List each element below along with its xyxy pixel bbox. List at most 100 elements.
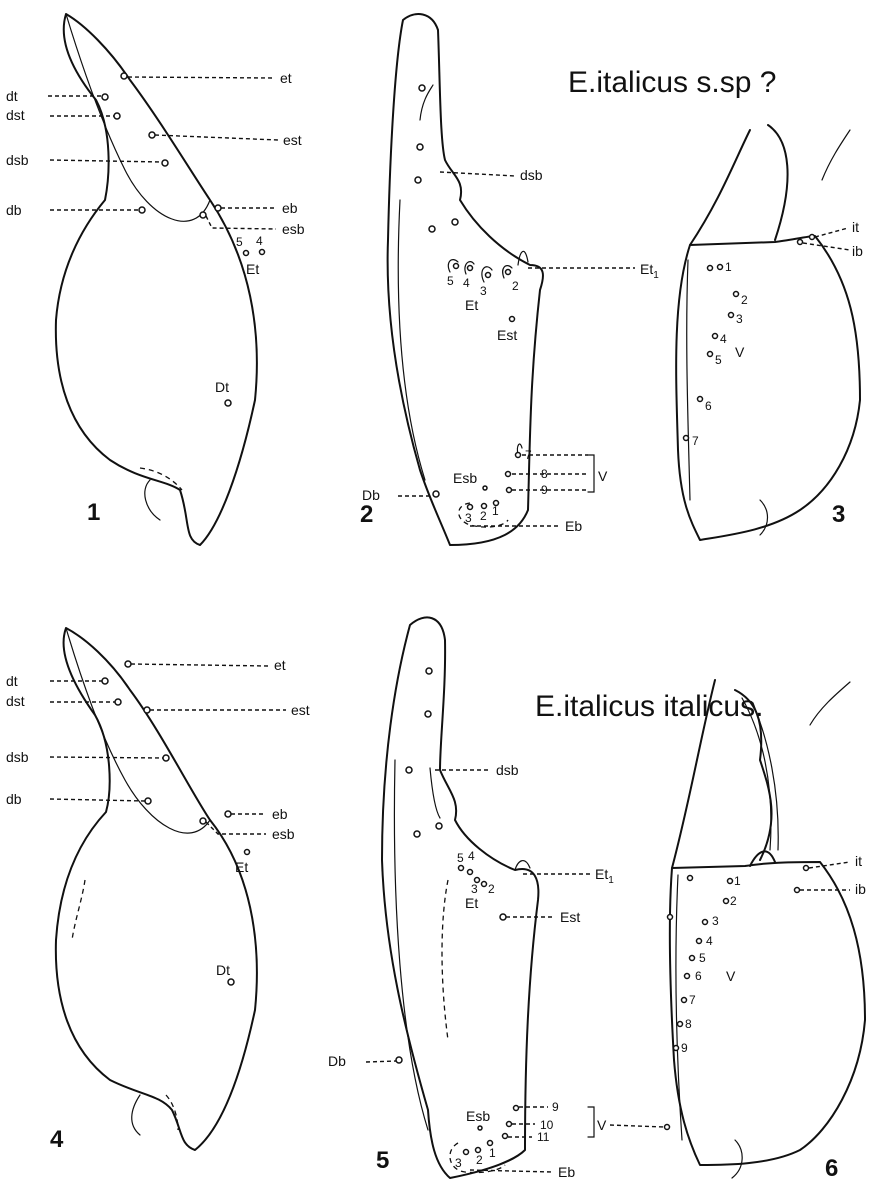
fig3-label-4: 4 bbox=[720, 332, 727, 346]
fig5-label-11: 11 bbox=[537, 1130, 550, 1144]
fig2-db-point bbox=[433, 491, 439, 497]
fig4-dt-lower-point bbox=[228, 979, 234, 985]
fig5-et-point bbox=[426, 668, 432, 674]
fig1-db-point bbox=[139, 207, 145, 213]
fig5-label-5: 5 bbox=[457, 851, 464, 865]
fig3-ib-leader bbox=[803, 243, 850, 250]
fig5-outline bbox=[382, 617, 538, 1178]
fig2-label-dsb: dsb bbox=[520, 167, 543, 183]
fig2-dsb-leader bbox=[440, 172, 515, 176]
fig1-dsb-point bbox=[162, 160, 168, 166]
fig3-v3-point bbox=[729, 313, 734, 318]
fig3-v7-point bbox=[684, 436, 689, 441]
fig3-label-7: 7 bbox=[692, 434, 699, 448]
fig3-finger-mid bbox=[768, 125, 788, 240]
figure-number-5: 5 bbox=[376, 1147, 389, 1174]
fig5-V-bracket bbox=[588, 1107, 594, 1137]
fig5-est-lower-point bbox=[500, 914, 506, 920]
title-bottom: E.italicus italicus. bbox=[535, 690, 763, 723]
fig5-label-Et: Et bbox=[465, 895, 478, 911]
fig6-outline bbox=[670, 862, 865, 1165]
fig5-est-point bbox=[425, 711, 431, 717]
fig2-eb3-point bbox=[468, 505, 473, 510]
fig3-v1-point bbox=[718, 265, 723, 270]
fig2-dsb-point bbox=[415, 177, 421, 183]
fig3-it-point bbox=[810, 235, 815, 240]
fig1-esb-leader bbox=[206, 216, 276, 229]
fig1-dt-lower-point bbox=[225, 400, 231, 406]
fig2-label-7: 7 bbox=[525, 448, 532, 462]
fig2-label-Eb: Eb bbox=[565, 518, 582, 534]
fig6-v5-point bbox=[690, 956, 695, 961]
fig1-label-eb: eb bbox=[282, 200, 298, 216]
fig5-label-Et1: Et1 bbox=[595, 866, 614, 886]
fig3-label-it: it bbox=[852, 219, 859, 235]
fig5-inner-line bbox=[394, 760, 428, 1130]
fig5-v9-point bbox=[514, 1106, 519, 1111]
figure-1-chela-external: dt dst dsb db et est eb esb 5 4 Et Dt 1 bbox=[6, 14, 305, 545]
fig4-et-leader bbox=[131, 664, 268, 666]
fig6-label-3: 3 bbox=[712, 914, 719, 928]
fig4-label-Dt: Dt bbox=[216, 962, 230, 978]
fig4-label-eb: eb bbox=[272, 806, 288, 822]
fig2-label-Et: Et bbox=[465, 297, 478, 313]
fig1-dsb-leader bbox=[50, 160, 162, 162]
fig5-tip-line bbox=[430, 768, 440, 818]
fig3-label-ib: ib bbox=[852, 243, 863, 259]
fig2-v8-point bbox=[506, 472, 511, 477]
fig1-label-Dt: Dt bbox=[215, 379, 229, 395]
fig2-v7-point bbox=[516, 453, 521, 458]
fig1-outline bbox=[56, 14, 257, 545]
fig3-label-6: 6 bbox=[705, 399, 712, 413]
fig5-Db-leader bbox=[366, 1061, 396, 1062]
fig5-label-Esb: Esb bbox=[466, 1108, 490, 1124]
fig1-label-5: 5 bbox=[236, 235, 243, 249]
fig2-est-point bbox=[417, 144, 423, 150]
fig5-et4-point bbox=[468, 870, 473, 875]
figure-number-2: 2 bbox=[360, 501, 373, 528]
fig1-label-Et: Et bbox=[246, 261, 259, 277]
fig6-label-5: 5 bbox=[699, 951, 706, 965]
fig2-label-9: 9 bbox=[541, 483, 548, 497]
fig4-et-lower-point bbox=[245, 850, 250, 855]
fig1-finger-edge bbox=[66, 14, 210, 221]
fig5-label-Db: Db bbox=[328, 1053, 346, 1069]
fig6-label-7: 7 bbox=[689, 993, 696, 1007]
fig6-v9-point bbox=[674, 1046, 679, 1051]
fig3-base-curve bbox=[760, 500, 768, 535]
fig6-ib-point bbox=[795, 888, 800, 893]
fig3-label-3: 3 bbox=[736, 312, 743, 326]
fig1-dt-point bbox=[102, 94, 108, 100]
fig3-label-V: V bbox=[735, 344, 745, 360]
fig5-v11-point bbox=[503, 1134, 508, 1139]
fig6-v-lower-point bbox=[665, 1125, 670, 1130]
fig4-db-point bbox=[145, 798, 151, 804]
fig6-label-9: 9 bbox=[681, 1041, 688, 1055]
fig2-eb2-point bbox=[482, 504, 487, 509]
fig6-v2-point bbox=[724, 899, 729, 904]
fig3-finger-right bbox=[822, 130, 850, 180]
fig4-dst-point bbox=[115, 699, 121, 705]
fig6-v4-point bbox=[697, 939, 702, 944]
fig5-esb-point bbox=[414, 831, 420, 837]
fig3-et1-point bbox=[708, 266, 713, 271]
fig6-label-ib: ib bbox=[855, 881, 866, 897]
fig4-dsb-leader bbox=[50, 757, 163, 758]
fig5-label-4: 4 bbox=[468, 849, 475, 863]
fig6-base-curve bbox=[732, 1140, 742, 1178]
fig3-finger-left bbox=[690, 130, 750, 245]
fig2-label-Esb: Esb bbox=[453, 470, 477, 486]
fig6-v7-point bbox=[682, 998, 687, 1003]
fig4-label-dst: dst bbox=[6, 693, 25, 709]
fig1-label-esb: esb bbox=[282, 221, 305, 237]
fig6-est-point bbox=[668, 915, 673, 920]
fig5-label-9: 9 bbox=[552, 1100, 559, 1114]
figure-number-3: 3 bbox=[832, 501, 845, 528]
fig5-v10-point bbox=[507, 1122, 512, 1127]
fig2-et5-point bbox=[454, 264, 459, 269]
fig2-est-lower-point bbox=[510, 317, 515, 322]
fig2-label-r2: 2 bbox=[480, 509, 487, 523]
fig4-est-point bbox=[144, 707, 150, 713]
fig4-label-dt: dt bbox=[6, 673, 18, 689]
fig5-label-Eb: Eb bbox=[558, 1164, 575, 1180]
